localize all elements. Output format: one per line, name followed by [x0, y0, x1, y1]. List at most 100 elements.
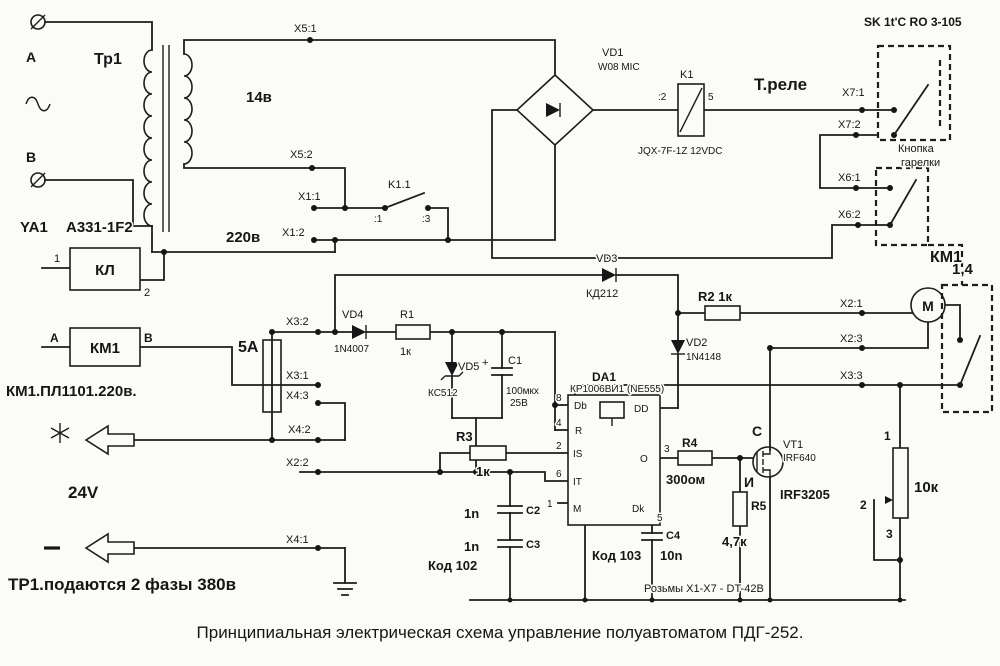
contact-k11-label: K1.1: [388, 179, 411, 191]
phases-note: ТР1.подаются 2 фазы 380в: [8, 575, 236, 594]
r4-value-label: 300ом: [666, 472, 705, 487]
fuse-symbol: [262, 339, 282, 413]
diode-vd4: [352, 325, 367, 339]
resistor-r2: [704, 305, 741, 321]
labels: X5:1 SK 1t'C RO 3-105 Тр1 14в VD1 W08 MI…: [5, 14, 976, 644]
ic-it-label: IT: [573, 477, 582, 488]
kl-coil-label: КЛ: [95, 262, 115, 279]
ic-pin1-label: 1: [547, 499, 553, 510]
terminal-label-x61: X6:1: [838, 172, 861, 184]
r5-label: R5: [751, 499, 767, 513]
vd5-part-label: КС512: [428, 388, 458, 399]
mosfet-part-label: IRF640: [783, 453, 816, 464]
phase-b-label: В: [26, 149, 36, 165]
cap-c4: [641, 532, 663, 541]
wiring: [41, 21, 961, 601]
vd4-label: VD4: [342, 309, 363, 321]
vd2-part-label: 1N4148: [686, 352, 721, 363]
kl-pin1-label: 1: [54, 253, 60, 265]
r3-value-label: 1к: [476, 464, 490, 479]
resistor-r1: [395, 324, 431, 340]
terminal-label-x43: X4:3: [286, 390, 309, 402]
km1-contact-label: КМ1: [930, 249, 962, 266]
r1-label: R1: [400, 309, 414, 321]
terminal-label-x72: X7:2: [838, 119, 861, 131]
pot-value-label: 10к: [914, 479, 939, 496]
km1-pin-b-label: В: [144, 331, 153, 345]
ic-da1-box: [567, 394, 661, 526]
c4-code-label: Код 103: [592, 548, 641, 563]
resistor-r5: [732, 491, 748, 527]
terminal-label-x22: X2:2: [286, 457, 309, 469]
terminal-label-x71: X7:1: [842, 87, 865, 99]
diode-vd2: [671, 340, 685, 355]
contact-pin3-label: :3: [422, 214, 431, 225]
ic-pin2-label: 2: [556, 441, 562, 452]
relay-label: K1: [680, 69, 693, 81]
ic-o-label: O: [640, 454, 648, 465]
ic-label: DA1: [592, 370, 616, 384]
ic-is-label: IS: [573, 449, 583, 460]
primary-voltage-label: 220в: [226, 229, 260, 246]
terminal-label-x33: X3:3: [840, 370, 863, 382]
relay-k1-coil: [677, 83, 705, 137]
cap-c3: [497, 539, 523, 548]
r2-label: R2 1к: [698, 289, 732, 304]
diode-icon: [546, 103, 560, 117]
km1-power-contact: [940, 283, 994, 414]
c1-voltage-label: 25В: [510, 398, 528, 409]
schematic-caption: Принципиальная электрическая схема управ…: [197, 623, 804, 642]
r3-label: R3: [456, 429, 473, 444]
mosfet-vt1: [752, 446, 784, 478]
ic-r-label: R: [575, 426, 582, 437]
potentiometer-10k: [885, 447, 909, 519]
junction-dots: [161, 37, 903, 603]
burner-button-label-2: гарелки: [901, 157, 940, 169]
ic-pin8-label: 8: [556, 393, 562, 404]
pot-pin1-label: 1: [884, 429, 891, 443]
c4-label: C4: [666, 530, 681, 542]
vd4-part-label: 1N4007: [334, 344, 369, 355]
ac-sine-icon: [25, 96, 51, 112]
c1-plus-label: +: [482, 357, 488, 369]
terminal-label-x11: X1:1: [298, 191, 321, 203]
cap-c1: [491, 367, 513, 376]
ground-icon: [333, 582, 357, 596]
km1-coil-label: КМ1: [90, 340, 120, 357]
r5-value-label: 4,7к: [722, 534, 747, 549]
terminal-label-x32: X3:2: [286, 316, 309, 328]
ya1-label: YA1: [20, 219, 48, 236]
thermal-relay-switch: [876, 44, 952, 142]
ic-dk-label: Dk: [632, 504, 645, 515]
km1-type-label: КМ1.ПЛ1101.220в.: [6, 383, 137, 400]
ic-dd-label: DD: [634, 404, 648, 415]
c4-value-label: 10n: [660, 548, 682, 563]
resistor-r3: [469, 445, 507, 461]
bridge-label: VD1: [602, 47, 623, 59]
km1-mechanical-link: [928, 243, 964, 285]
relay-part-label: JQX-7F-1Z 12VDC: [638, 146, 722, 157]
ic-part-label: КР1006ВИ1 (NE555): [570, 384, 664, 395]
bridge-part-label: W08 MIC: [598, 62, 640, 73]
km1-pin-a-label: А: [50, 331, 59, 345]
terminal-label-x51: X5:1: [294, 23, 317, 35]
thermal-switch-type-label: SK 1t'C RO 3-105: [864, 15, 962, 29]
relay-pin5-label: 5: [708, 92, 714, 103]
phase-input-terminals: [25, 14, 51, 188]
secondary-voltage-label: 14в: [246, 89, 272, 106]
mosfet-drain-label: С: [752, 423, 762, 439]
kl-coil-box: [69, 247, 141, 291]
km1-coil-box: [69, 327, 141, 367]
terminal-label-x23: X2:3: [840, 333, 863, 345]
cap-c2: [497, 505, 523, 514]
vd3-part-label: КД212: [586, 288, 618, 300]
ic-m-label: M: [573, 504, 581, 515]
vd3-label: VD3: [596, 253, 617, 265]
contact-pin1-label: :1: [374, 214, 383, 225]
relay-pin2-label: :2: [658, 92, 667, 103]
c1-label: C1: [508, 355, 522, 367]
terminal-label-x12: X1:2: [282, 227, 305, 239]
bridge-rectifier-symbol: [515, 73, 595, 147]
